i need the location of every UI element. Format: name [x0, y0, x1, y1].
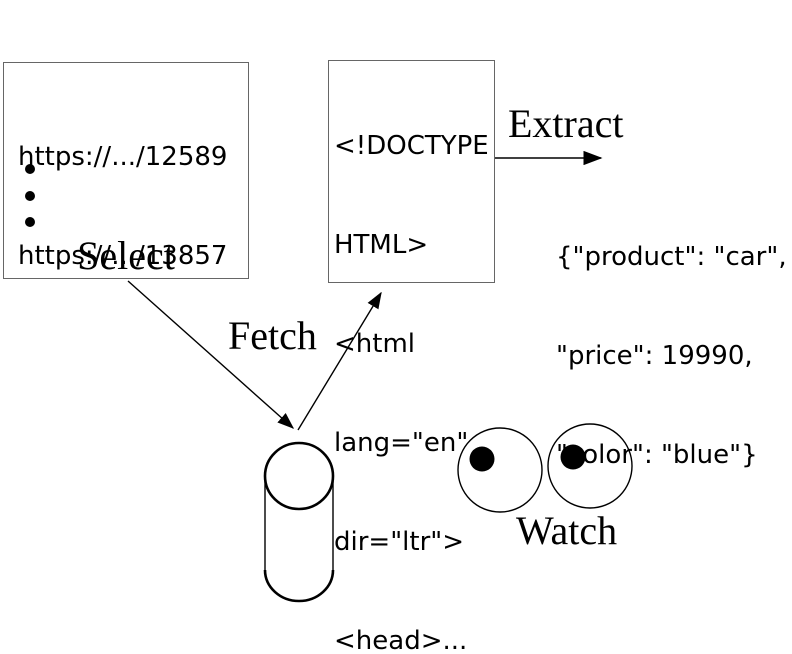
fetch-label: Fetch: [228, 313, 317, 358]
queue-cylinder-icon: [263, 441, 335, 603]
json-line: "price": 19990,: [556, 341, 753, 371]
watch-label: Watch: [516, 508, 618, 553]
url-item: https://.../13857: [18, 241, 228, 271]
code-line: <html: [334, 329, 416, 359]
code-line: <!DOCTYPE: [334, 131, 489, 161]
code-line: dir="ltr">: [334, 527, 465, 557]
select-url-list-box: https://.../12589 https://.../13857 Sele…: [3, 62, 249, 279]
url-list: https://.../12589 https://.../13857: [18, 75, 227, 339]
code-line: <head>...: [334, 626, 468, 654]
bullet-icon: [25, 217, 35, 227]
watch-eyes-icon: [457, 423, 633, 513]
json-line: {"product": "car",: [556, 242, 787, 272]
select-label: Select: [77, 233, 175, 278]
html-source-box: <!DOCTYPE HTML> <html lang="en" dir="ltr…: [328, 60, 495, 654]
bullet-icon: [25, 164, 35, 174]
code-line: lang="en": [334, 428, 469, 458]
extracted-json-output: {"product": "car", "price": 19990, "colo…: [556, 175, 787, 538]
extract-label: Extract: [508, 101, 624, 146]
fetch-arrow-queue-to-html: [297, 291, 382, 431]
pupil-right: [560, 444, 586, 470]
bullet-icon: [25, 191, 35, 201]
code-line: HTML>: [334, 230, 429, 260]
url-item: https://.../12589: [18, 142, 228, 172]
fetch-arrow-select-to-queue: [127, 280, 295, 429]
eye-right: [547, 423, 633, 509]
json-line: "color": "blue"}: [556, 440, 758, 470]
html-code: <!DOCTYPE HTML> <html lang="en" dir="ltr…: [334, 64, 489, 654]
pupil-left: [469, 446, 495, 472]
